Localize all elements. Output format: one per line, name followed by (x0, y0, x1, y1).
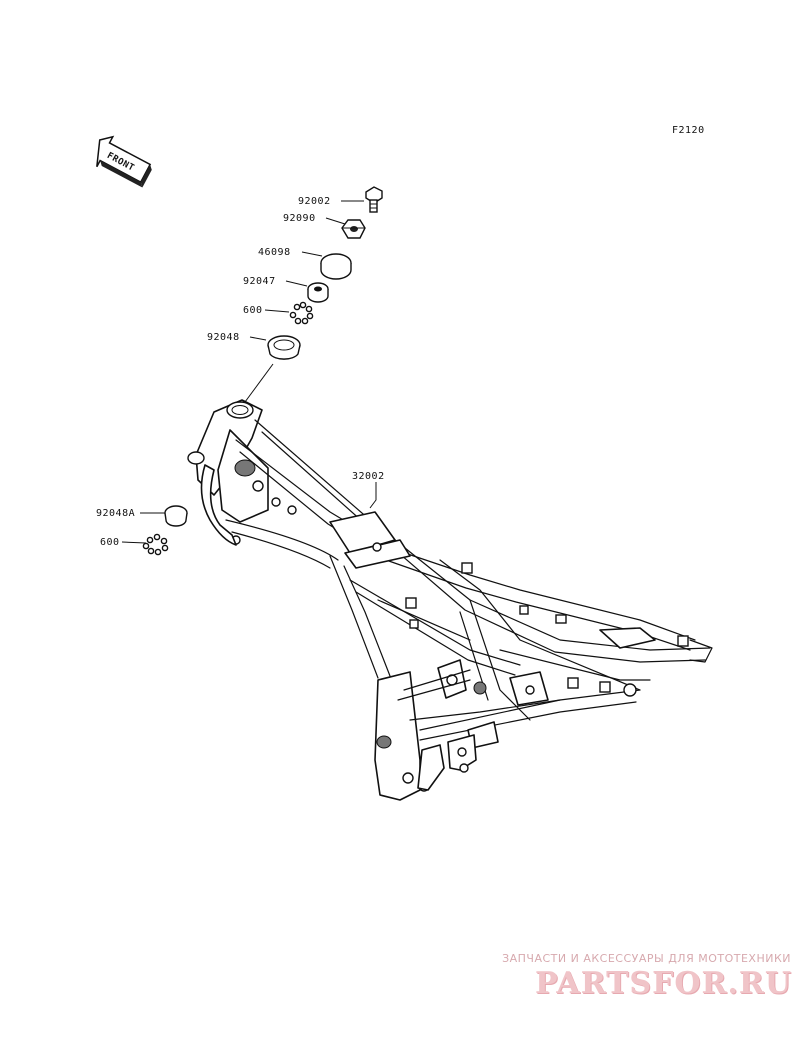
part-number-92090: 92090 (283, 213, 316, 224)
callout-32002: 32002 (352, 471, 385, 509)
part-number-46098: 46098 (258, 247, 291, 258)
callout-92047: 92047 (243, 276, 308, 287)
race-92048 (267, 335, 301, 360)
part-number-32002: 32002 (352, 471, 385, 482)
callout-92002: 92002 (298, 196, 364, 207)
part-number-92048A: 92048A (96, 508, 135, 519)
bearing-balls-600-bottom (142, 533, 169, 556)
callout-46098: 46098 (258, 247, 323, 258)
race-92048A (164, 505, 188, 527)
assembly-line (244, 363, 274, 403)
nut-92090 (341, 219, 366, 239)
callout-92048A: 92048A (96, 508, 165, 519)
part-number-600-bottom: 600 (100, 537, 120, 548)
collar-92047 (307, 282, 329, 303)
callout-92048: 92048 (207, 332, 267, 343)
callout-92090: 92090 (283, 213, 346, 225)
frame-32002 (187, 399, 713, 801)
watermark-logo: PARTSFOR.RU (535, 966, 792, 1001)
bolt-92002 (365, 186, 383, 213)
damper-46098 (320, 253, 352, 280)
part-number-92047: 92047 (243, 276, 276, 287)
part-number-92048: 92048 (207, 332, 240, 343)
diagram-code: F2120 (672, 125, 705, 136)
callout-600-top: 600 (243, 305, 290, 316)
part-number-92002: 92002 (298, 196, 331, 207)
front-arrow-icon: FRONT (96, 135, 152, 188)
bearing-balls-600-top (289, 301, 314, 325)
part-number-600-top: 600 (243, 305, 263, 316)
callout-600-bottom: 600 (100, 537, 147, 548)
watermark-tagline: ЗАПЧАСТИ И АКСЕССУАРЫ ДЛЯ МОТОТЕХНИКИ (502, 952, 791, 965)
